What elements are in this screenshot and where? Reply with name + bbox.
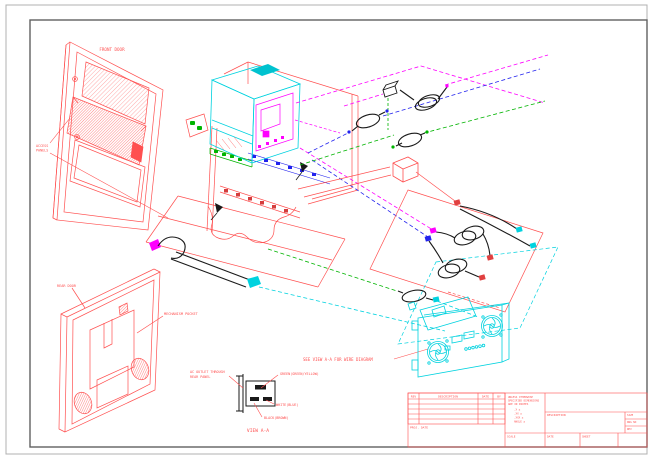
description-col-header: DESCRIPTION <box>438 395 458 399</box>
ac-outlet-label-line2: REAR PANEL <box>190 375 210 379</box>
rear-door-drawing <box>58 268 164 433</box>
coil-a <box>399 86 448 111</box>
sheet-borders <box>5 4 648 455</box>
wire-black-label: BLACK(BROWN) <box>264 416 289 420</box>
see-view-note: SEE VIEW A-A FOR WIRE DIAGRAM <box>303 357 373 362</box>
access-panels-label-line2: PANELS <box>36 149 48 153</box>
power-module-box <box>392 156 419 183</box>
rev-field-label: REV <box>627 427 632 431</box>
scale-field-label: SCALE <box>507 435 516 439</box>
coil-c <box>395 132 426 148</box>
coil-b <box>351 111 386 132</box>
tolerance-line-5: .XXX ± <box>514 416 524 420</box>
tolerance-line-3: .X ± <box>514 408 521 412</box>
access-panels-label-line1: ACCESS <box>36 144 48 148</box>
ribbon-cable <box>149 236 261 288</box>
coil-e <box>428 240 480 279</box>
tolerance-line-6: ANGLE ± <box>514 420 525 424</box>
coiled-cables <box>351 86 531 303</box>
tolerance-line-4: .XX ± <box>514 412 522 416</box>
view-aa-caption: VIEW A-A <box>247 428 269 434</box>
tolerance-line-2: ARE IN INCHES <box>508 402 529 406</box>
view-aa-detail: AC OUTLET THROUGH REAR PANEL GREEN(GREEN… <box>190 370 319 434</box>
title-block: REV DESCRIPTION DATE BY PROJ. DATE UNLES… <box>407 392 648 448</box>
rear-panel-drawing <box>407 296 510 378</box>
monitor-assembly <box>209 64 341 164</box>
fan-left <box>427 339 449 365</box>
access-panels-callout: ACCESS PANELS <box>36 117 169 219</box>
wire-green-label: GREEN(GREEN/YELLOW) <box>280 372 319 376</box>
fan-right <box>481 313 503 339</box>
inline-connector-black <box>382 80 400 98</box>
tolerance-line-0: UNLESS OTHERWISE <box>508 395 533 399</box>
mechanism-pocket-label: MECHANISM POCKET <box>164 312 199 316</box>
size-field-label: SIZE <box>627 413 634 417</box>
dwg-no-field-label: DWG NO <box>627 420 637 424</box>
tolerance-line-1: SPECIFIED DIMENSIONS <box>508 398 540 402</box>
date-field-label: DATE <box>547 435 554 439</box>
coil-d <box>435 225 491 257</box>
wiring-harness <box>258 54 559 360</box>
rear-bracket <box>407 296 477 331</box>
by-col-header: BY <box>497 395 501 399</box>
cable-end-connectors <box>347 84 537 303</box>
rear-panel-connector-cutouts <box>444 330 486 351</box>
sheet-field-label: SHEET <box>582 435 591 439</box>
front-door-drawing <box>52 41 164 231</box>
cabinet-connector-rails <box>190 121 331 221</box>
date-col-header: DATE <box>482 395 489 399</box>
description-field-label: DESCRIPTION <box>547 413 566 417</box>
wire-white-label: WHITE(BLUE) <box>276 403 298 407</box>
front-door-label: FRONT DOOR <box>99 47 125 52</box>
ac-outlet-label-line1: AC OUTLET THROUGH <box>190 370 225 374</box>
rear-door-label: REAR DOOR <box>57 284 77 288</box>
rev-col-header: REV <box>411 395 417 399</box>
coil-f <box>397 289 434 303</box>
proj-date-label: PROJ. DATE <box>410 426 428 430</box>
